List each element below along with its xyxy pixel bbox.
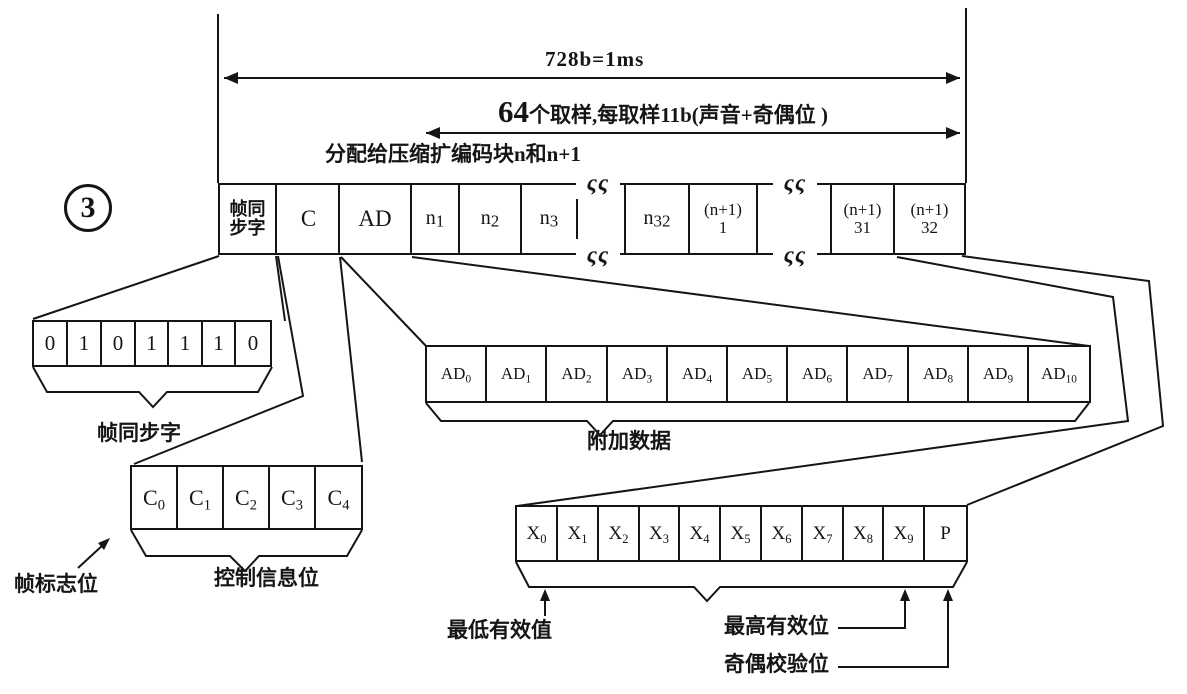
bit-cell: 0 [102, 322, 136, 365]
sync-word-label: 帧同步字 [97, 421, 181, 445]
additional-data-label: 附加数据 [587, 429, 671, 453]
control-brace [130, 529, 363, 573]
samples-count: 64 [498, 94, 529, 129]
frame-boundary-lines [217, 8, 967, 183]
break-mark-icon: ςς [576, 239, 620, 271]
frame-cell-n+1-31: (n+1) 31 [830, 185, 895, 253]
sample-bit-cell: P [940, 522, 951, 544]
frame-cell-n+1-32: (n+1) 32 [910, 200, 949, 237]
sample-bit-cell: X2 [599, 507, 640, 560]
msb-label: 最高有效位 [724, 614, 829, 638]
sample-bit-cell: X4 [680, 507, 721, 560]
ad-bit-cell: AD7 [848, 347, 909, 401]
additional-data-box [425, 345, 1091, 403]
sample-bits-box [515, 505, 968, 562]
control-bit-cell: C0 [132, 467, 178, 528]
sample-brace [515, 561, 968, 603]
bit-cell: 1 [68, 322, 102, 365]
ad-bit-cell: AD5 [728, 347, 788, 401]
frame-cell-sync: 帧同 步字 [220, 185, 277, 253]
bit-cell: 0 [247, 331, 259, 356]
arrowheads [98, 72, 960, 601]
sample-fan-lines [516, 255, 1165, 507]
ad-bit-cell: AD0 [427, 347, 487, 401]
figure-number: 3 [64, 184, 112, 232]
ad-bit-cell: AD10 [1041, 364, 1077, 386]
lsb-label: 最低有效值 [447, 618, 552, 642]
parity-label: 奇偶校验位 [724, 652, 829, 676]
ad-bit-cell: AD6 [788, 347, 848, 401]
sync-word-box [32, 320, 272, 367]
msb-connector [838, 601, 906, 629]
ad-bit-cell: AD4 [668, 347, 728, 401]
sample-bit-cell: X9 [884, 507, 925, 560]
control-bit-cell: C1 [178, 467, 224, 528]
sync-word-brace [32, 366, 273, 409]
ad-bit-cell: AD2 [547, 347, 608, 401]
samples-dimension-label: 64个取样,每取样11b(声音+奇偶位 ) [498, 94, 828, 130]
total-dimension-label: 728b=1ms [545, 47, 645, 71]
bit-cell: 1 [169, 322, 203, 365]
sample-bit-cell: X0 [517, 507, 558, 560]
ad-bit-cell: AD3 [608, 347, 668, 401]
figure-number-text: 3 [80, 191, 96, 224]
frame-cell-n2: n2 [460, 185, 522, 253]
frame-cell-n1: n1 [412, 185, 460, 253]
control-bit-cell: C4 [327, 484, 350, 514]
sample-bit-cell: X3 [640, 507, 680, 560]
control-bits-label: 控制信息位 [214, 566, 319, 590]
ad-bit-cell: AD9 [969, 347, 1029, 401]
flag-arrow [77, 543, 105, 569]
parity-connector [838, 601, 949, 668]
bit-cell: 1 [136, 322, 169, 365]
break-mark-icon: ςς [773, 167, 817, 199]
bit-cell: 0 [34, 322, 68, 365]
frame-cell-ad: AD [340, 185, 412, 253]
control-fan-lines [133, 255, 363, 465]
ad-bit-cell: AD8 [909, 347, 969, 401]
sample-bit-cell: X8 [844, 507, 884, 560]
break-mark-icon: ςς [773, 239, 817, 271]
samples-text: 个取样,每取样11b(声音+奇偶位 ) [529, 103, 828, 127]
break-mark-icon: ςς [576, 167, 620, 199]
frame-cell-c: C [279, 185, 340, 253]
control-bits-box [130, 465, 363, 530]
ad-bit-cell: AD1 [487, 347, 547, 401]
control-bit-cell: C3 [270, 467, 316, 528]
sample-bit-cell: X5 [721, 507, 762, 560]
frame-flag-label: 帧标志位 [14, 572, 98, 596]
allocation-label: 分配给压缩扩编码块n和n+1 [325, 142, 581, 166]
frame-cell-n3: n3 [522, 185, 578, 253]
frame-cell-n+1-1: (n+1) 1 [690, 185, 758, 253]
sample-bit-cell: X1 [558, 507, 599, 560]
sample-bit-cell: X6 [762, 507, 803, 560]
sample-bit-cell: X7 [803, 507, 844, 560]
bit-cell: 1 [203, 322, 236, 365]
ad-brace [425, 402, 1090, 437]
ad-fan-lines [340, 256, 1090, 347]
frame-cell-n32: n32 [624, 185, 690, 253]
control-bit-cell: C2 [224, 467, 270, 528]
sync-word-fan-lines [32, 255, 286, 322]
